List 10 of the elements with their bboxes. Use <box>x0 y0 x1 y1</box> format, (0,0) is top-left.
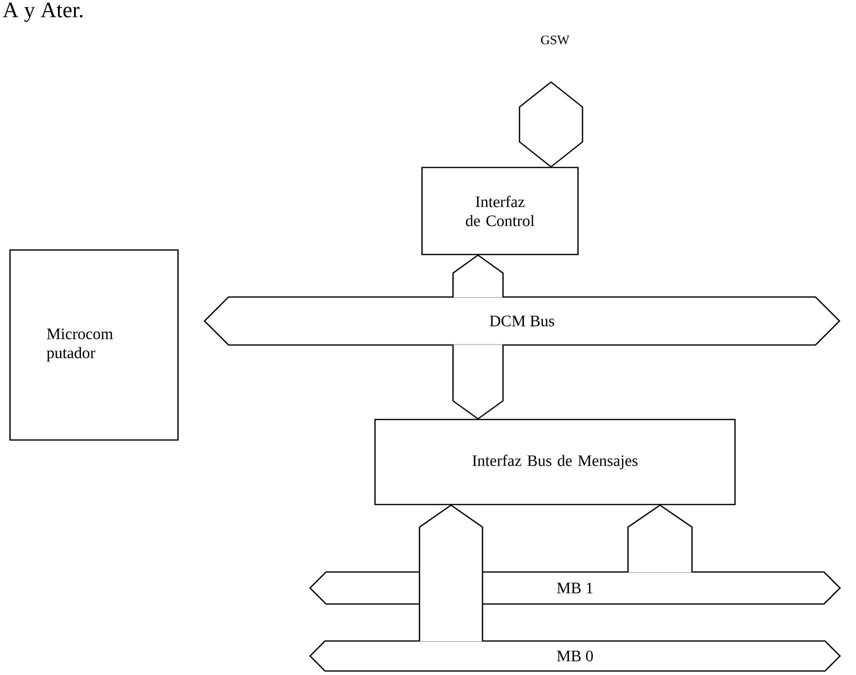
bus-arrow <box>452 254 504 298</box>
text-fragment: A y Ater. <box>2 2 82 22</box>
bus-arrow <box>452 344 504 420</box>
bus-band: DCM Bus <box>204 296 840 346</box>
signal-label: GSW <box>541 36 570 44</box>
bus-band: MB 0 <box>309 640 841 672</box>
bus-arrow <box>627 504 693 573</box>
bus-arrow <box>518 81 584 168</box>
bus-arrow <box>418 504 484 642</box>
process-box: Microcom putador <box>9 249 179 441</box>
